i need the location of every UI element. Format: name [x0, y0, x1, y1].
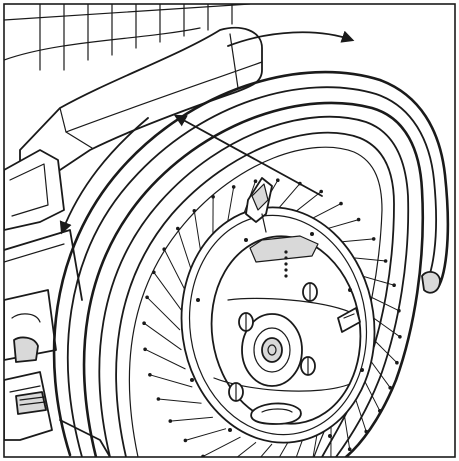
rotation-arrow-upper — [227, 30, 355, 47]
removal-arrow — [173, 114, 323, 197]
spoke-nipple — [162, 247, 166, 251]
spoke — [146, 296, 181, 331]
spoke-nipple — [168, 419, 173, 423]
spoke-nipple — [364, 429, 369, 434]
spoke — [185, 428, 227, 441]
spoke — [236, 441, 257, 457]
spoke-nipple — [183, 438, 188, 443]
spoke-nipple — [145, 295, 149, 300]
wheel-spokes — [142, 178, 402, 457]
spoke — [163, 248, 186, 292]
wheel-tire — [82, 101, 425, 457]
spoke — [144, 348, 186, 370]
spoke — [170, 416, 213, 422]
hub-handle — [250, 402, 302, 425]
spoke — [295, 436, 304, 457]
image-frame — [3, 3, 456, 458]
spoke-nipple — [397, 308, 401, 313]
spoke-nipple — [319, 189, 324, 194]
spoke-nipple — [395, 360, 399, 365]
spoke-nipple — [143, 347, 147, 352]
spoke-nipple — [383, 259, 388, 263]
spoke-nipple — [388, 385, 393, 390]
spoke — [153, 272, 182, 311]
spoke-nipple — [211, 195, 215, 199]
armrest — [19, 26, 263, 177]
spoke-nipple — [339, 201, 343, 206]
spoke — [278, 442, 289, 457]
quick-release-latch — [245, 177, 273, 233]
spoke-nipple — [347, 447, 352, 452]
spoke-nipple — [148, 373, 152, 377]
spoke — [158, 398, 202, 404]
hub-cap — [241, 313, 303, 387]
spoke-nipple — [276, 178, 280, 182]
chair-frame — [4, 149, 83, 363]
spoke-nipple — [142, 321, 146, 326]
spoke — [149, 374, 193, 388]
spoke — [143, 322, 182, 351]
side-lever — [337, 307, 361, 333]
caster-assembly — [4, 371, 111, 457]
spoke-nipple — [192, 209, 197, 213]
seat-back — [4, 4, 251, 71]
spoke — [177, 228, 193, 274]
spoke-nipple — [356, 217, 361, 222]
spoke-nipple — [152, 270, 156, 275]
spoke-nipple — [378, 409, 382, 413]
spoke-nipple — [253, 179, 258, 183]
spoke-nipple — [176, 226, 180, 231]
motion-arrows — [59, 30, 355, 235]
hub-screws — [228, 282, 318, 402]
spoke — [260, 443, 273, 457]
spoke-nipple — [371, 237, 376, 241]
rotation-arrow-left — [59, 117, 149, 235]
spoke — [202, 436, 241, 457]
spoke-nipple — [398, 335, 402, 339]
push-rim — [52, 70, 450, 457]
spoke-nipple — [392, 283, 396, 288]
spoke-nipple — [231, 185, 236, 189]
spoke-nipple — [156, 397, 161, 401]
